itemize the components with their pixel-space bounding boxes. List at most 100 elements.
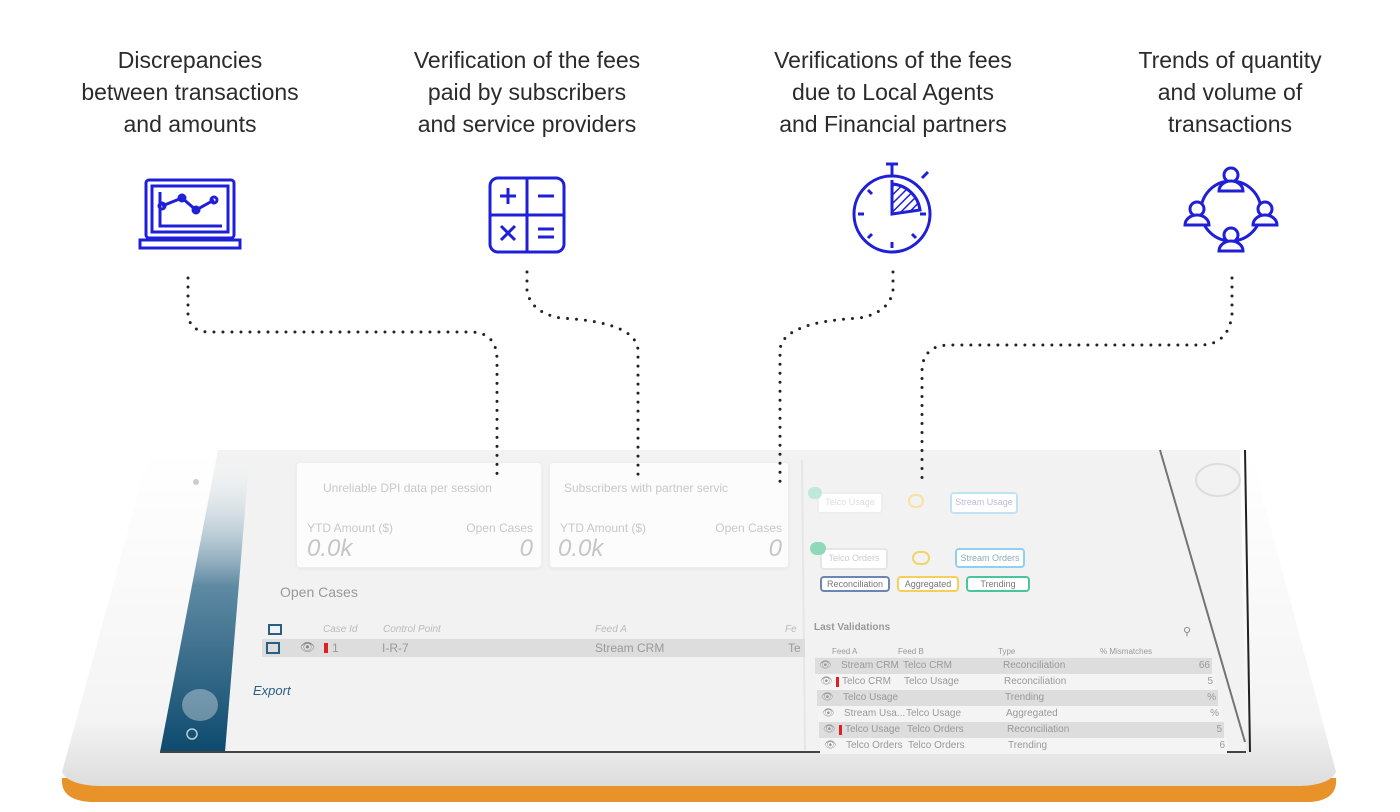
feature-line: Discrepancies — [117, 47, 263, 73]
eye-icon[interactable]: 👁 — [820, 676, 833, 687]
case-id: 1 — [332, 641, 339, 655]
flow-node[interactable]: Telco Orders — [820, 548, 888, 570]
fe: Te — [788, 641, 801, 655]
feature-line: and volume of — [1157, 79, 1303, 105]
table-row[interactable]: 👁 Telco Usage Telco Orders Reconciliation… — [819, 722, 1224, 738]
stopwatch-icon — [852, 162, 932, 254]
card-title: Subscribers with partner servic — [564, 481, 729, 495]
feed-a: Stream CRM — [841, 660, 899, 671]
feature-line: due to Local Agents — [791, 79, 995, 105]
people-network-icon — [1183, 166, 1279, 253]
table-row[interactable]: 👁Telco Usage Trending % — [817, 690, 1218, 706]
feature-line: Verifications of the fees — [774, 47, 1012, 73]
eye-icon[interactable]: 👁 — [823, 724, 836, 735]
type: Reconciliation — [1007, 724, 1070, 735]
feed-a: Telco Orders — [846, 740, 903, 751]
eye-icon[interactable]: 👁 — [822, 708, 835, 719]
kpi-card[interactable]: Unreliable DPI data per session YTD Amou… — [296, 462, 542, 568]
col-feed-a: Feed A — [832, 647, 858, 656]
flag-icon — [324, 643, 328, 653]
feed-b: Telco Orders — [908, 740, 965, 751]
connector-discrepancies — [186, 276, 499, 484]
col-feed-b: Feed B — [898, 647, 924, 656]
type: Reconciliation — [1003, 660, 1066, 671]
feature-subscriber-fees: Verification of the fees paid by subscri… — [367, 44, 687, 140]
flag-icon — [839, 725, 842, 735]
connector-subscriber-fees — [525, 270, 640, 484]
kpi-card[interactable]: Subscribers with partner servic YTD Amou… — [549, 462, 789, 568]
feed-b: Telco CRM — [903, 660, 952, 671]
table-row[interactable]: 👁 Stream Usa... Telco Usage Aggregated % — [818, 706, 1221, 722]
validations-header: Feed A Feed B Type % Mismatches — [815, 646, 1210, 658]
aggregated-step-icon — [912, 551, 930, 565]
feature-line: paid by subscribers — [427, 79, 627, 105]
search-icon[interactable]: ⚲ — [1183, 626, 1192, 638]
calculator-icon — [488, 176, 566, 254]
table-row[interactable]: 👁 1 I-R-7 Stream CRM Te — [262, 639, 805, 657]
feature-trends: Trends of quantity and volume of transac… — [1070, 44, 1390, 140]
feed-a: Stream CRM — [595, 641, 665, 655]
col-case-id: Case Id — [323, 624, 358, 635]
flow-node[interactable]: Stream Usage — [950, 492, 1018, 514]
type: Trending — [1008, 740, 1048, 751]
mismatches: % — [1210, 708, 1219, 719]
amount-label: YTD Amount ($) — [560, 521, 647, 535]
table-row[interactable]: 👁 Stream CRM Telco CRM Reconciliation 66 — [815, 658, 1212, 674]
col-mismatches: % Mismatches — [1100, 647, 1153, 656]
feed-a: Telco Usage — [843, 692, 899, 703]
cases-value: 0 — [519, 535, 533, 562]
select-all-checkbox[interactable] — [268, 624, 282, 635]
feature-line: and Financial partners — [779, 111, 1007, 137]
laptop-chart-icon — [138, 178, 242, 250]
eye-icon[interactable]: 👁 — [821, 692, 834, 703]
col-control-point: Control Point — [383, 624, 441, 635]
col-type: Type — [998, 647, 1016, 656]
col-fe: Fe — [785, 624, 797, 635]
amount-value: 0.0k — [307, 535, 353, 562]
open-cases-header: Case Id Control Point Feed A Fe — [265, 622, 805, 638]
feed-a: Stream Usa... — [844, 708, 906, 719]
feature-discrepancies: Discrepancies between transactions and a… — [30, 44, 350, 140]
feature-line: and amounts — [123, 111, 257, 137]
aggregated-step-icon — [908, 494, 924, 508]
type: Aggregated — [1006, 708, 1058, 719]
table-row[interactable]: 👁Telco CRM Telco Usage Reconciliation 5 — [816, 674, 1215, 690]
control-point: I-R-7 — [382, 641, 409, 655]
feed-b: Telco Orders — [907, 724, 964, 735]
mismatches: 6 — [1219, 740, 1225, 751]
feed-a: Telco CRM — [842, 676, 891, 687]
connector-agent-fees — [778, 270, 895, 484]
col-feed-a: Feed A — [595, 624, 627, 635]
legend-aggregated: Aggregated — [897, 576, 959, 592]
eye-icon[interactable]: 👁 — [824, 740, 837, 751]
legend-reconciliation: Reconciliation — [820, 576, 890, 592]
cases-label: Open Cases — [466, 521, 533, 535]
card-title: Unreliable DPI data per session — [323, 481, 492, 495]
amount-label: YTD Amount ($) — [307, 521, 394, 535]
export-link[interactable]: Export — [253, 683, 291, 698]
amount-value: 0.0k — [558, 535, 604, 562]
flag-icon — [836, 677, 839, 687]
row-checkbox[interactable] — [266, 642, 280, 654]
mismatches: 5 — [1207, 676, 1213, 687]
feed-a: Telco Usage — [845, 724, 901, 735]
flow-node[interactable]: Stream Orders — [955, 548, 1025, 568]
mismatches: 5 — [1216, 724, 1222, 735]
feature-line: transactions — [1167, 111, 1292, 137]
open-cases-title: Open Cases — [280, 584, 358, 600]
feed-b: Telco Usage — [906, 708, 962, 719]
feed-b: Telco Usage — [904, 676, 960, 687]
legend-trending: Trending — [966, 576, 1030, 592]
cases-value: 0 — [768, 535, 782, 562]
flow-node[interactable]: Telco Usage — [817, 492, 883, 514]
feature-line: and service providers — [417, 111, 637, 137]
last-validations-title: Last Validations — [814, 622, 891, 633]
table-row[interactable]: 👁 Telco Orders Telco Orders Trending 6 — [820, 738, 1227, 754]
feature-line: Verification of the fees — [413, 47, 641, 73]
connector-trends — [920, 276, 1234, 484]
eye-icon[interactable]: 👁 — [819, 660, 832, 671]
eye-icon[interactable]: 👁 — [300, 640, 316, 654]
feature-line: Trends of quantity — [1138, 47, 1322, 73]
mismatches: 66 — [1198, 660, 1210, 671]
